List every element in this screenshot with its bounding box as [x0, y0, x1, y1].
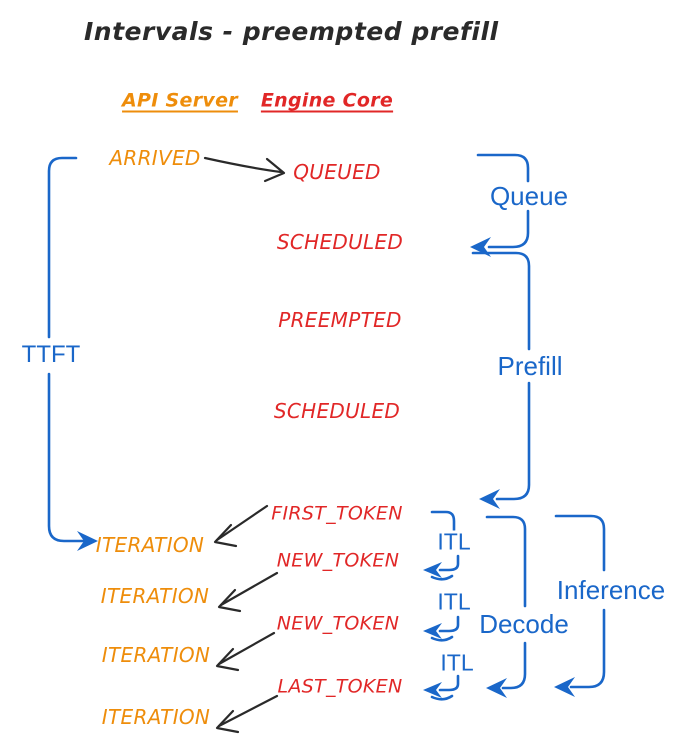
inference-bracket	[554, 514, 606, 697]
itl-arrowhead-3	[423, 682, 442, 698]
event-arrived: ARRIVED	[109, 146, 201, 170]
decode-bracket	[485, 515, 527, 698]
interval-ttft-label: TTFT	[18, 343, 84, 367]
inference-arrowhead	[554, 677, 575, 697]
itl-arrowhead-1	[423, 562, 442, 578]
interval-queue-label: Queue	[486, 183, 572, 209]
last-token-to-iteration-arrow	[215, 694, 279, 734]
ttft-arrowhead	[77, 531, 98, 551]
interval-prefill-label: Prefill	[494, 353, 566, 379]
interval-itl-label-3: ITL	[437, 651, 477, 675]
new-token-2-to-iteration-arrow	[215, 631, 276, 672]
event-iteration-3: ITERATION	[101, 643, 211, 667]
new-token-1-to-iteration-arrow	[217, 571, 279, 613]
engine-core-column-header: Engine Core	[260, 89, 394, 112]
interval-itl-label-2: ITL	[434, 590, 474, 614]
event-new-token-1: NEW_TOKEN	[276, 549, 400, 572]
event-preempted: PREEMPTED	[278, 308, 402, 332]
event-scheduled-1: SCHEDULED	[276, 230, 404, 254]
event-first-token: FIRST_TOKEN	[271, 502, 403, 525]
decode-arrowhead	[486, 678, 507, 698]
itl-bracket	[423, 510, 460, 701]
event-scheduled-2: SCHEDULED	[273, 399, 401, 423]
event-iteration-4: ITERATION	[101, 705, 211, 729]
arrived-to-queued-arrow	[203, 156, 286, 183]
interval-inference-label: Inference	[553, 577, 669, 603]
interval-itl-label-1: ITL	[434, 530, 474, 554]
first-token-to-iteration-arrow	[213, 504, 269, 548]
event-iteration-1: ITERATION	[95, 533, 205, 557]
diagram-title: Intervals - preempted prefill	[84, 17, 499, 46]
event-new-token-2: NEW_TOKEN	[276, 612, 400, 635]
ttft-bracket	[47, 156, 98, 551]
event-queued: QUEUED	[293, 160, 381, 184]
itl-arrowhead-2	[423, 623, 442, 639]
event-last-token: LAST_TOKEN	[277, 675, 403, 698]
prefill-bracket	[471, 251, 531, 509]
prefill-arrowhead	[479, 489, 500, 509]
interval-decode-label: Decode	[476, 611, 572, 637]
event-iteration-2: ITERATION	[100, 584, 210, 608]
api-server-column-header: API Server	[122, 89, 238, 112]
